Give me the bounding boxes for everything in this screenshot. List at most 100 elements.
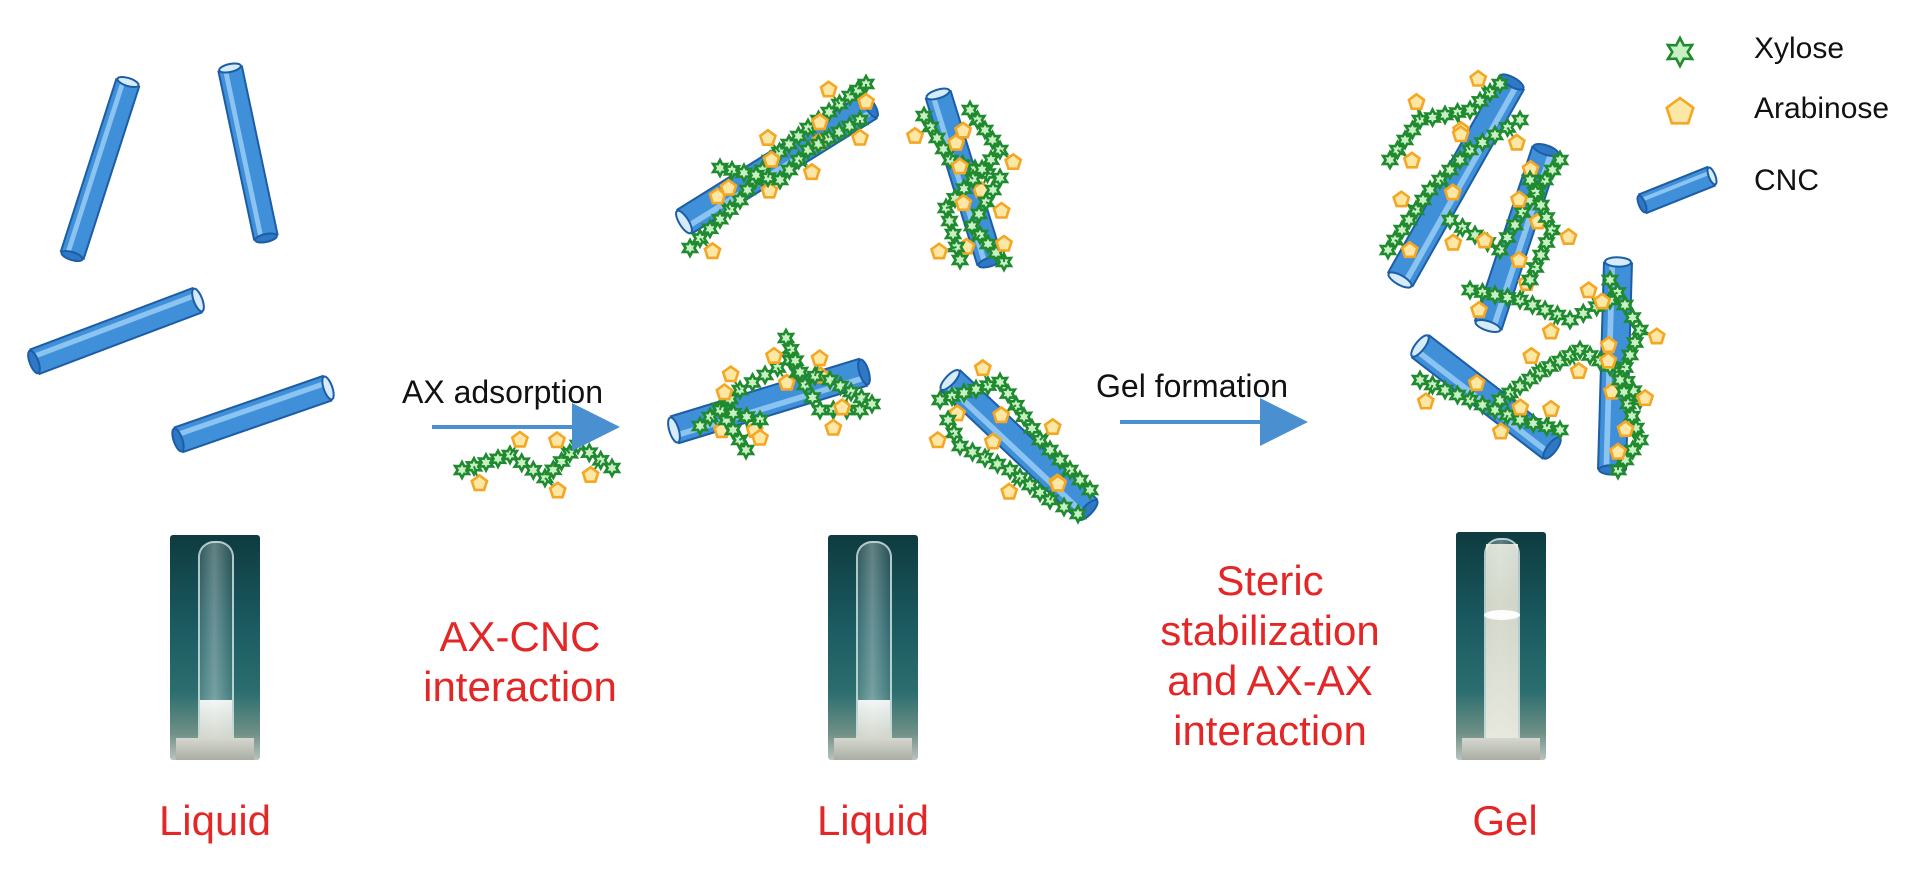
ax-cnc-line-2: interaction <box>423 663 617 710</box>
arabinose-unit <box>1509 190 1529 208</box>
xylose-unit <box>998 382 1018 405</box>
xylose-unit <box>975 119 995 141</box>
xylose-unit <box>950 435 970 457</box>
xylose-unit <box>1030 481 1050 504</box>
xylose-unit <box>723 402 743 425</box>
xylose-unit <box>1420 179 1440 201</box>
arabinose-unit <box>810 348 829 367</box>
arabinose-unit <box>470 473 489 492</box>
xylose-unit <box>1510 109 1530 131</box>
xylose-unit <box>831 375 850 397</box>
xylose-unit <box>1523 412 1543 435</box>
arabinose-unit <box>1511 398 1530 416</box>
arabinose-unit <box>1451 124 1470 143</box>
arabinose-unit <box>973 358 992 377</box>
arabinose-unit <box>819 80 838 98</box>
arabinose-unit <box>510 430 530 448</box>
xylose-unit <box>1068 503 1088 525</box>
gel-chain-7 <box>1592 269 1666 481</box>
arabinose-unit <box>1616 419 1635 438</box>
arabinose-unit <box>715 382 734 401</box>
liquid-tube-photo-2 <box>828 535 918 760</box>
gel-chain-8 <box>1509 169 1578 291</box>
arabinose-unit <box>581 465 600 484</box>
legend-arabinose-icon <box>1665 96 1695 125</box>
steric-stabilization-label: Steric stabilization and AX-AX interacti… <box>1120 556 1420 756</box>
arabinose-unit <box>1635 388 1655 407</box>
xylose-unit <box>820 369 840 391</box>
arabinose-unit <box>1469 69 1488 87</box>
arabinose-unit <box>750 428 770 446</box>
arabinose-unit <box>1048 474 1068 492</box>
arabinose-unit <box>850 128 870 146</box>
arabinose-unit <box>856 92 876 110</box>
gel-chain-5 <box>1410 369 1570 441</box>
arabinose-unit <box>950 157 969 175</box>
adsorbed-chain-1b <box>710 109 870 196</box>
arabinose-unit <box>764 346 784 365</box>
state-label-liquid-1: Liquid <box>158 797 272 844</box>
xylose-unit <box>1550 149 1570 171</box>
arabinose-unit <box>1043 417 1062 436</box>
adsorbed-chain-4a <box>930 358 1100 501</box>
arabinose-unit <box>1569 361 1588 380</box>
arabinose-unit <box>1647 327 1666 345</box>
arabinose-unit <box>547 430 567 449</box>
cnc-rod-4 <box>171 374 335 454</box>
arabinose-unit <box>1522 346 1541 365</box>
gel-chain-1 <box>1380 69 1510 171</box>
xylose-unit <box>1465 224 1485 246</box>
gel-tube-photo <box>1456 532 1546 760</box>
xylose-unit <box>852 387 871 409</box>
arabinose-unit <box>994 234 1014 252</box>
xylose-unit <box>1020 474 1040 496</box>
steric-line-3: and AX-AX <box>1167 657 1373 704</box>
xylose-unit <box>1623 439 1643 461</box>
cnc-rod-3 <box>27 286 205 376</box>
arabinose-unit <box>953 121 973 139</box>
arabinose-unit <box>758 128 778 146</box>
legend-xylose-icon <box>1665 35 1695 69</box>
arabinose-unit <box>824 418 843 436</box>
xylose-unit <box>1490 73 1510 95</box>
xylose-unit <box>1485 284 1505 306</box>
arabinose-unit <box>777 373 796 391</box>
xylose-unit <box>983 129 1002 151</box>
arabinose-unit <box>983 432 1002 450</box>
xylose-unit <box>1520 269 1540 291</box>
steric-line-2: stabilization <box>1160 607 1380 654</box>
xylose-unit <box>1510 409 1530 431</box>
xylose-unit <box>1523 294 1542 316</box>
xylose-unit <box>810 399 830 421</box>
arabinose-unit <box>992 201 1011 219</box>
xylose-unit <box>743 371 762 394</box>
xylose-unit <box>1440 209 1460 231</box>
arabinose-unit <box>1592 292 1612 310</box>
xylose-unit <box>1535 299 1555 321</box>
xylose-unit <box>1550 419 1570 441</box>
arabinose-unit <box>992 405 1011 424</box>
liquid-tube-photo-1 <box>170 535 260 760</box>
xylose-unit <box>1054 496 1074 518</box>
xylose-unit <box>790 361 810 383</box>
xylose-unit <box>1014 405 1034 428</box>
legend-cnc-label: CNC <box>1754 164 1819 197</box>
arabinose-unit <box>1541 322 1560 340</box>
arabinose-unit <box>1407 92 1426 111</box>
xylose-unit <box>981 148 1001 171</box>
xylose-unit <box>963 441 982 463</box>
xylose-unit <box>1473 394 1492 416</box>
adsorbed-chain-2b <box>929 99 1023 271</box>
xylose-unit <box>862 393 882 415</box>
arabinose-unit <box>810 112 829 131</box>
xylose-unit <box>512 451 532 474</box>
xylose-unit <box>710 208 730 231</box>
xylose-unit <box>746 164 766 187</box>
arabinose-unit <box>905 126 925 144</box>
arabinose-unit <box>548 481 567 499</box>
arabinose-unit <box>721 364 740 383</box>
xylose-unit <box>1435 379 1455 401</box>
arabinose-unit <box>1507 133 1526 151</box>
